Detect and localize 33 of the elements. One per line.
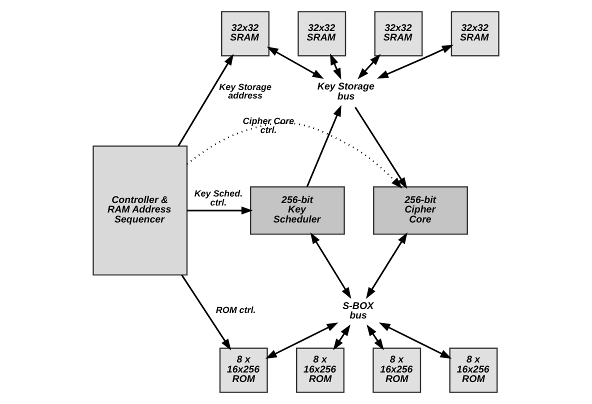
edge-label: Cipher Core ctrl. (242, 116, 294, 135)
arrow (306, 104, 342, 188)
arrow (186, 122, 402, 189)
node-box: 8 x 16x256 ROM (372, 348, 422, 393)
arrow (378, 322, 452, 359)
arrow (330, 54, 342, 80)
node-box: 8 x 16x256 ROM (449, 348, 498, 393)
node-box: 32x32 SRAM (450, 11, 500, 56)
node-text: S-BOX bus (342, 300, 374, 322)
arrow (181, 274, 232, 350)
node-box: 32x32 SRAM (221, 11, 270, 56)
arrow (265, 322, 338, 359)
edge-label: ROM ctrl. (216, 305, 256, 316)
node-box: 256-bit Key Scheduler (250, 186, 345, 235)
node-box: 32x32 SRAM (298, 11, 346, 56)
node-box: 8 x 16x256 ROM (296, 348, 344, 393)
arrow (266, 46, 324, 79)
arrow (187, 206, 253, 215)
arrow (366, 324, 384, 350)
arrow (178, 54, 234, 146)
arrow (333, 324, 350, 350)
node-box: 8 x 16x256 ROM (219, 348, 268, 393)
arrow (354, 106, 408, 189)
node-box: 32x32 SRAM (374, 11, 423, 56)
arrow (310, 232, 352, 299)
node-box: 256-bit Cipher Core (373, 186, 468, 235)
arrow (358, 54, 381, 80)
node-box: Controller & RAM Address Sequencer (92, 146, 188, 276)
edge-label: Key Storage address (219, 82, 272, 101)
node-text: Key Storage bus (317, 82, 374, 102)
arrow (376, 44, 454, 79)
arrow (366, 232, 408, 299)
edge-label: Key Sched. ctrl. (194, 188, 243, 208)
